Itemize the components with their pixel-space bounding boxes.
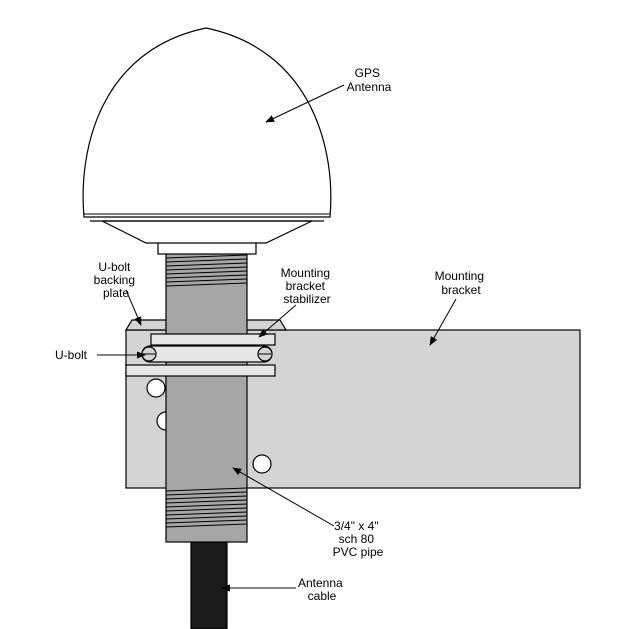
label-mounting-bracket-stabilizer: Mounting bracket stabilizer: [281, 266, 334, 306]
bracket-hole: [146, 378, 166, 398]
mounting-bracket-stabilizer-top: [150, 333, 276, 346]
mounting-bracket-stabilizer-bottom: [125, 364, 276, 377]
pipe-threads-upper: [165, 254, 248, 287]
bracket-hole: [252, 454, 272, 474]
label-gps-antenna: GPS Antenna: [347, 66, 392, 94]
mounting-bracket-leader: [429, 298, 457, 346]
antenna-dome: [82, 27, 332, 218]
gps-antenna-leader: [265, 84, 345, 123]
label-ubolt-backing-plate: U-bolt backing plate: [94, 260, 139, 300]
label-antenna-cable: Antenna cable: [298, 576, 346, 603]
label-ubolt: U-bolt: [55, 348, 88, 362]
antenna-base: [101, 220, 313, 244]
pipe-threads-lower: [165, 487, 248, 528]
mounting-bracket-stabilizer-leader: [258, 304, 297, 338]
label-pvc-pipe: 3/4" x 4" sch 80 PVC pipe: [333, 519, 384, 559]
antenna-collar: [157, 241, 257, 255]
ubolt-backing-plate-leader: [125, 289, 142, 326]
pvc-pipe-leader: [232, 467, 335, 527]
ubolt: [141, 345, 273, 363]
antenna-cable: [190, 539, 228, 629]
label-mounting-bracket: Mounting bracket: [435, 269, 488, 297]
